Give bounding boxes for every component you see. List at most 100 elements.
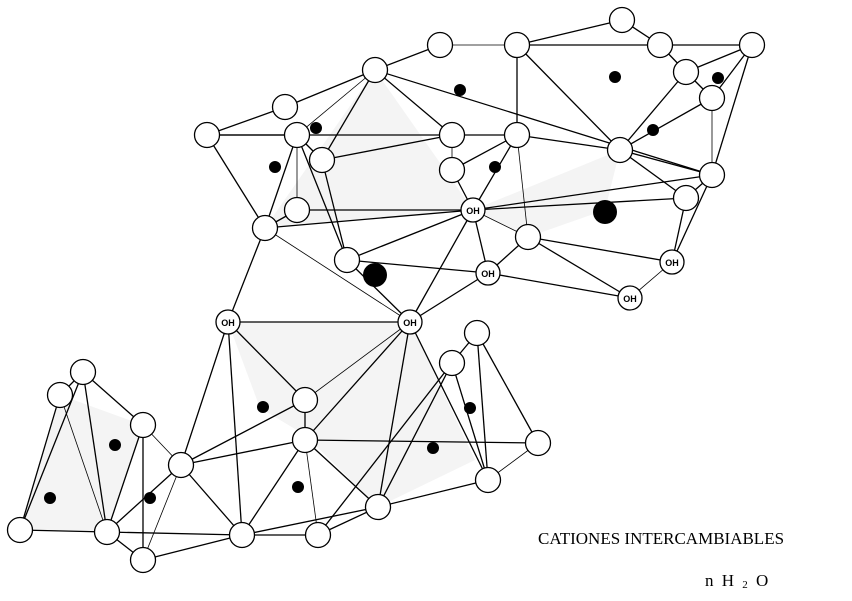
oxygen-atom [333, 246, 361, 274]
exchangeable-cation [593, 200, 617, 224]
bond-line [106, 424, 144, 533]
bond-line [304, 321, 411, 401]
oxygen-atom [503, 121, 531, 149]
bond-line [472, 197, 687, 211]
central-cation [647, 124, 659, 136]
water-subscript: 2 [742, 579, 750, 591]
oxygen-atom [291, 386, 319, 414]
shaded-faces [20, 70, 620, 532]
central-cation [144, 492, 156, 504]
hydroxyl-atom [617, 285, 643, 311]
hydroxyl-atom [215, 309, 241, 335]
bond-line [19, 394, 61, 531]
bond-line [472, 174, 713, 211]
water-prefix: n H [705, 571, 737, 590]
central-cation [292, 481, 304, 493]
bond-line [227, 227, 266, 323]
oh-label: OH [481, 269, 495, 279]
oxygen-atom [46, 381, 74, 409]
oxygen-atom [228, 521, 256, 549]
oxygen-atom [738, 31, 766, 59]
oxygen-atom [503, 31, 531, 59]
exchangeable-cations-label: CATIONES INTERCAMBIABLES [538, 529, 785, 548]
bond-line [527, 236, 673, 263]
bond-line [451, 362, 489, 481]
oh-label: OH [466, 206, 480, 216]
bond-line [19, 529, 108, 533]
bond-line [409, 321, 489, 481]
bond-line [206, 134, 266, 229]
bond-line [180, 321, 229, 466]
hydroxyl-atom [397, 309, 423, 335]
bond-line [106, 464, 182, 533]
central-cation [109, 439, 121, 451]
oh-label: OH [221, 318, 235, 328]
oxygen-atom [438, 349, 466, 377]
water-molecules-label: n H 2 O [705, 571, 770, 591]
bond-line [409, 272, 489, 323]
bond-line [619, 149, 687, 199]
bond-line [82, 371, 144, 426]
bond-line [346, 259, 489, 274]
hydroxyl-atom [460, 197, 486, 223]
bond-line [619, 71, 687, 151]
bond-line [527, 236, 631, 299]
bond-line [516, 134, 529, 238]
oxygen-atom [193, 121, 221, 149]
oxygen-atom [361, 56, 389, 84]
bond-line [374, 69, 713, 176]
bond-line [476, 332, 489, 481]
oxygen-atom [608, 6, 636, 34]
bond-line [516, 134, 621, 151]
bond-line [59, 394, 108, 533]
oxygen-atom [698, 84, 726, 112]
central-cation [489, 161, 501, 173]
central-cation [609, 71, 621, 83]
bond-line [377, 362, 453, 508]
bond-line [241, 506, 379, 536]
bond-line [671, 174, 713, 263]
oxygen-atom [463, 319, 491, 347]
oxygen-atom [426, 31, 454, 59]
oxygen-atom [672, 58, 700, 86]
oxygen-atom [304, 521, 332, 549]
bond-line [487, 272, 631, 299]
oxygen-atom [698, 161, 726, 189]
bond-line [317, 362, 453, 536]
central-cation [310, 122, 322, 134]
oxygen-atom [129, 411, 157, 439]
bond-line [304, 321, 411, 441]
bond-line [180, 399, 306, 466]
bond-line [82, 371, 108, 533]
bond-line [619, 97, 713, 151]
bond-line [142, 534, 243, 561]
bond-line [180, 464, 243, 536]
oxygen-atom [6, 516, 34, 544]
oxygen-atom [271, 93, 299, 121]
oh-label: OH [403, 318, 417, 328]
bond-line [374, 69, 453, 136]
exchangeable-cation [363, 263, 387, 287]
central-cation [464, 402, 476, 414]
bond-line [264, 227, 411, 323]
oxygen-atom [283, 196, 311, 224]
oxygen-atom [167, 451, 195, 479]
bond-line [206, 106, 286, 136]
bond-line [346, 209, 474, 261]
bond-line [377, 479, 489, 508]
bond-line [227, 321, 243, 536]
oxygen-atom [438, 121, 466, 149]
oxygen-atom [672, 184, 700, 212]
oxygen-atom [474, 466, 502, 494]
bond-line [264, 134, 298, 229]
bond-line [284, 69, 376, 108]
oxygen-atom [364, 493, 392, 521]
bond-line [346, 259, 411, 323]
central-cation [712, 72, 724, 84]
oxygen-atom [283, 121, 311, 149]
oh-label: OH [665, 258, 679, 268]
central-cation [257, 401, 269, 413]
bond-line [180, 439, 306, 466]
